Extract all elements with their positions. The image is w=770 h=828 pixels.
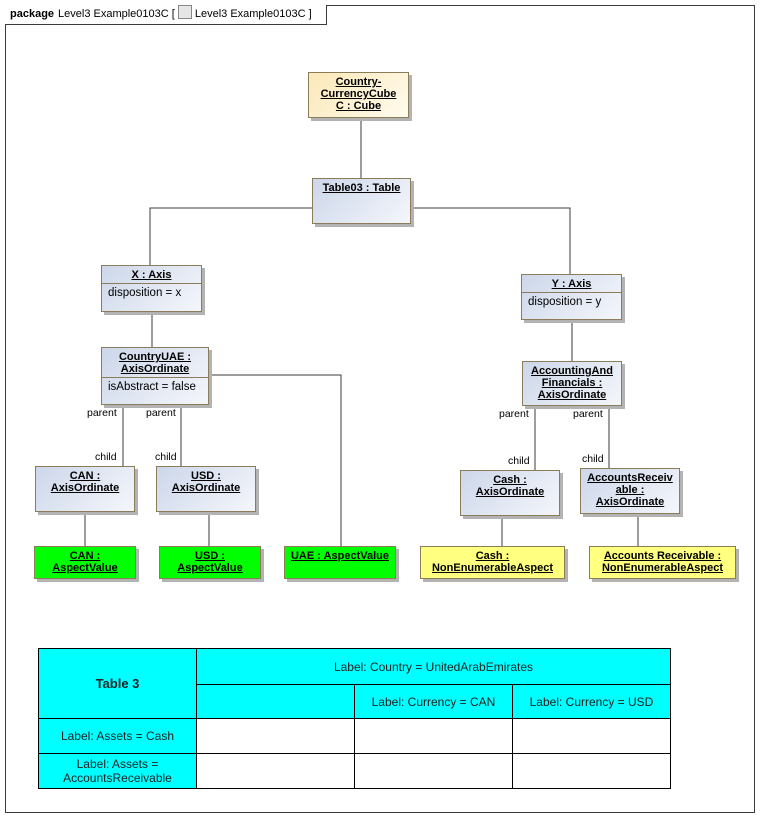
- node-title: Accounts Receivable :: [603, 550, 722, 562]
- table-cell: [512, 718, 671, 754]
- link-table-y: [411, 207, 571, 274]
- role-parent-label: parent: [146, 407, 176, 419]
- node-title: AxisOrdinate: [475, 486, 545, 498]
- link-table-x: [149, 207, 312, 265]
- node-title: C : Cube: [335, 100, 382, 112]
- table-cell: [354, 718, 513, 754]
- role-parent-label: parent: [87, 407, 117, 419]
- table-corner: Table 3: [38, 648, 197, 719]
- row-header-accounts-receivable: Label: Assets = AccountsReceivable: [38, 753, 197, 789]
- table-cell: [354, 753, 513, 789]
- node-title: Cash :: [475, 550, 510, 562]
- node-title: able :: [615, 484, 645, 496]
- node-ar-ordinate[interactable]: AccountsReceiv able : AxisOrdinate: [580, 468, 680, 514]
- package-name: Level3 Example0103C: [58, 8, 169, 20]
- role-parent-label: parent: [499, 408, 529, 420]
- node-title: UAE : AspectValue: [290, 550, 389, 562]
- table-row: Label: Assets = Cash: [38, 718, 671, 754]
- node-title: NonEnumerableAspect: [431, 562, 554, 574]
- node-can-ordinate[interactable]: CAN : AxisOrdinate: [35, 466, 135, 512]
- node-title: Table03 : Table: [322, 182, 401, 194]
- class-diagram-icon: [177, 5, 192, 19]
- node-title: AccountingAnd: [531, 365, 613, 377]
- node-usd-value[interactable]: USD : AspectValue: [159, 546, 261, 579]
- node-title: Country-: [335, 76, 382, 88]
- node-title: AxisOrdinate: [50, 482, 120, 494]
- node-title: X : Axis: [131, 269, 172, 281]
- node-title: CurrencyCube: [320, 88, 397, 100]
- node-title: USD :: [195, 550, 225, 562]
- table-cell: [196, 753, 355, 789]
- row-header-cash: Label: Assets = Cash: [38, 718, 197, 754]
- diagram-name: Level3 Example0103C: [194, 8, 306, 20]
- role-child-label: child: [508, 455, 530, 467]
- node-uae-value[interactable]: UAE : AspectValue: [284, 546, 396, 579]
- node-title: CountryUAE :: [118, 351, 192, 363]
- node-title: CAN :: [69, 470, 101, 482]
- node-title: AspectValue: [52, 562, 118, 574]
- node-title: Y : Axis: [551, 278, 592, 290]
- node-title: Financials :: [541, 377, 603, 389]
- node-cash-aspect[interactable]: Cash : NonEnumerableAspect: [420, 546, 565, 579]
- node-title: AxisOrdinate: [537, 389, 607, 401]
- node-title: AxisOrdinate: [120, 363, 190, 375]
- role-child-label: child: [95, 451, 117, 463]
- node-title: AxisOrdinate: [171, 482, 241, 494]
- node-title: Cash :: [493, 474, 527, 486]
- node-title: NonEnumerableAspect: [601, 562, 724, 574]
- column-header-usd: Label: Currency = USD: [512, 684, 671, 719]
- node-accounting[interactable]: AccountingAnd Financials : AxisOrdinate: [522, 361, 622, 406]
- node-ar-aspect[interactable]: Accounts Receivable : NonEnumerableAspec…: [589, 546, 736, 579]
- node-y-axis[interactable]: Y : Axis disposition = y: [521, 274, 622, 320]
- node-can-value[interactable]: CAN : AspectValue: [34, 546, 136, 579]
- role-child-label: child: [582, 453, 604, 465]
- node-attribute: isAbstract = false: [102, 377, 208, 396]
- table-row: Label: Assets = AccountsReceivable: [38, 753, 671, 789]
- node-title: AccountsReceiv: [587, 472, 673, 484]
- table-cell: [512, 753, 671, 789]
- package-keyword: package: [10, 8, 55, 20]
- rendered-table: Table 3 Label: Country = UnitedArabEmira…: [38, 648, 671, 789]
- node-title: AxisOrdinate: [595, 496, 665, 508]
- role-child-label: child: [155, 451, 177, 463]
- node-cube[interactable]: Country- CurrencyCube C : Cube: [308, 72, 409, 118]
- node-title: USD :: [191, 470, 221, 482]
- node-cash-ordinate[interactable]: Cash : AxisOrdinate: [460, 470, 560, 516]
- column-header-country: Label: Country = UnitedArabEmirates: [196, 648, 671, 685]
- table-cell: [196, 718, 355, 754]
- role-parent-label: parent: [573, 408, 603, 420]
- package-frame: [5, 5, 755, 813]
- node-title: AspectValue: [177, 562, 243, 574]
- node-attribute: disposition = y: [522, 292, 621, 311]
- node-attribute: disposition = x: [102, 283, 201, 302]
- node-x-axis[interactable]: X : Axis disposition = x: [101, 265, 202, 312]
- link-uae-uaeval: [209, 374, 342, 546]
- node-title: CAN :: [69, 550, 101, 562]
- column-header-can: Label: Currency = CAN: [354, 684, 513, 719]
- node-table[interactable]: Table03 : Table: [312, 178, 411, 224]
- node-usd-ordinate[interactable]: USD : AxisOrdinate: [156, 466, 256, 512]
- node-country-uae[interactable]: CountryUAE : AxisOrdinate isAbstract = f…: [101, 347, 209, 405]
- column-header-top-spacer: [196, 684, 355, 719]
